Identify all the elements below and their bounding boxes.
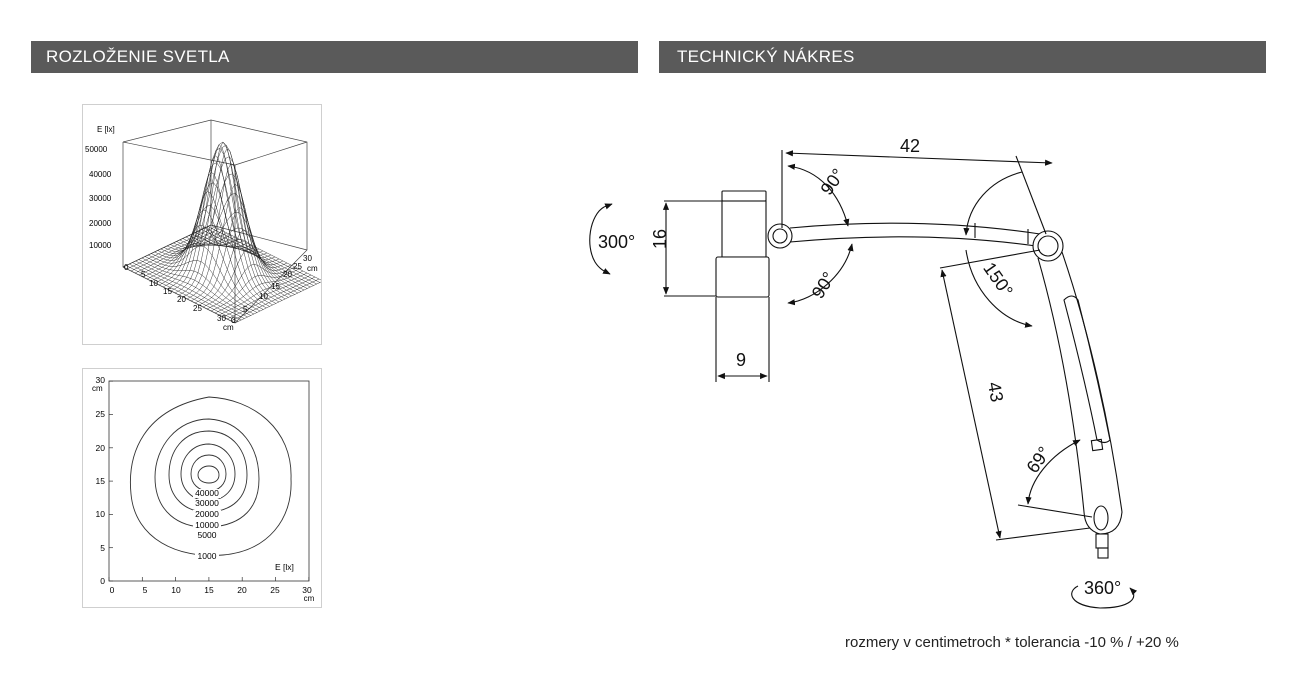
dimension-arm-length: 43 — [984, 380, 1007, 403]
surface-plot-svg: E [lx] 50000 40000 30000 20000 10000 0 5… — [85, 119, 324, 332]
pivot-joint-inner — [772, 228, 788, 244]
contour-level-label: 5000 — [198, 530, 217, 540]
x-tick: 15 — [163, 287, 172, 296]
angle-elbow: 150° — [979, 259, 1017, 301]
angle-top: 90° — [817, 165, 849, 199]
pivot-joint — [767, 223, 793, 249]
z-tick: 30000 — [89, 194, 112, 203]
contour-legend: E [lx] — [275, 562, 294, 572]
y-tick: 25 — [96, 409, 106, 419]
y-tick: 30 — [303, 254, 312, 263]
z-tick: 40000 — [89, 170, 112, 179]
angle-lower: 90° — [808, 268, 839, 302]
lower-arm — [1037, 257, 1085, 513]
contour-level-label: 40000 — [195, 488, 219, 498]
x-tick: 30 — [302, 585, 312, 595]
x-tick: 10 — [171, 585, 181, 595]
y-unit: cm — [307, 264, 318, 273]
elbow-joint — [1032, 230, 1064, 262]
section-title: ROZLOŽENIE SVETLA — [46, 47, 230, 66]
section-title: TECHNICKÝ NÁKRES — [677, 47, 855, 66]
contour-level-label: 30000 — [195, 498, 219, 508]
x-unit: cm — [223, 323, 234, 332]
x-unit: cm — [304, 594, 315, 603]
z-axis-label: E [lx] — [97, 125, 115, 134]
y-unit: cm — [92, 384, 103, 393]
dimension-width: 9 — [736, 350, 746, 370]
x-tick: 5 — [141, 270, 146, 279]
y-tick: 5 — [100, 543, 105, 553]
dimension-top-length: 42 — [900, 136, 920, 156]
z-tick: 10000 — [89, 241, 112, 250]
y-tick: 20 — [283, 270, 292, 279]
dimension-height: 16 — [650, 229, 670, 249]
rotation-head: 360° — [1084, 578, 1121, 598]
x-tick: 10 — [149, 279, 158, 288]
y-tick: 30 — [96, 375, 106, 385]
section-header-light-distribution: ROZLOŽENIE SVETLA — [31, 41, 638, 73]
y-tick: 10 — [259, 292, 268, 301]
x-tick: 15 — [204, 585, 214, 595]
footnote: rozmery v centimetroch * tolerancia -10 … — [845, 634, 1179, 651]
z-tick: 50000 — [85, 145, 108, 154]
illuminance-surface-plot: E [lx] 50000 40000 30000 20000 10000 0 5… — [82, 104, 324, 345]
z-tick: 20000 — [89, 219, 112, 228]
upper-arm — [789, 222, 1041, 235]
x-tick: 5 — [143, 585, 148, 595]
x-tick: 20 — [237, 585, 247, 595]
technical-drawing: 42 90° 90° 150° 43 69° 300° 16 9 360° — [589, 136, 1138, 609]
y-tick: 10 — [96, 509, 106, 519]
clamp-body — [721, 200, 767, 258]
clamp-base — [715, 256, 770, 298]
y-tick: 0 — [100, 576, 105, 586]
x-tick: 25 — [193, 304, 202, 313]
contour-level-label: 10000 — [195, 520, 219, 530]
z-tick: 0 — [124, 263, 129, 272]
contour-level-label: 20000 — [195, 509, 219, 519]
y-tick: 20 — [96, 443, 106, 453]
y-tick: 15 — [96, 476, 106, 486]
y-tick: 0 — [231, 316, 236, 325]
y-tick: 5 — [243, 305, 248, 314]
illuminance-contour-plot: 40000 30000 20000 10000 5000 1000 E [lx]… — [82, 368, 322, 608]
x-tick: 0 — [110, 585, 115, 595]
section-header-technical-drawing: TECHNICKÝ NÁKRES — [659, 41, 1266, 73]
x-tick: 30 — [217, 314, 226, 323]
y-tick: 15 — [271, 282, 280, 291]
x-tick: 20 — [177, 295, 186, 304]
clamp-top-cap — [721, 190, 767, 202]
page-number-fragment — [604, 622, 624, 628]
y-tick: 25 — [293, 262, 302, 271]
contour-plot-svg: 40000 30000 20000 10000 5000 1000 E [lx]… — [92, 375, 315, 603]
contour-level-label: 1000 — [198, 551, 217, 561]
angle-head: 69° — [1023, 443, 1055, 477]
rotation-base: 300° — [598, 232, 635, 252]
x-tick: 25 — [270, 585, 280, 595]
